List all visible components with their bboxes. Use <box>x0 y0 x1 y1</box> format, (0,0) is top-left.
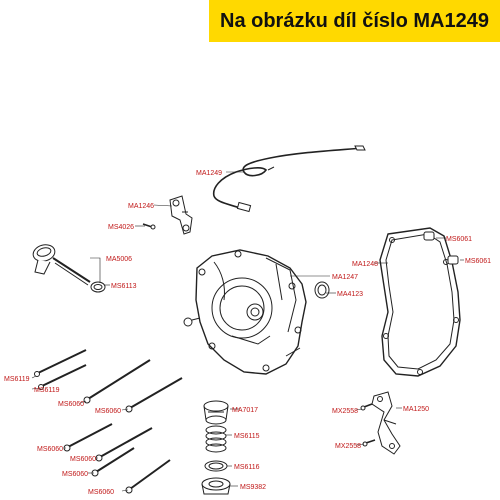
screw-mx2558-b[interactable] <box>362 439 376 447</box>
bolt-ms6060-a[interactable] <box>83 359 151 404</box>
screw-ms4026[interactable] <box>142 223 156 230</box>
label-ms6060-f[interactable]: MS6060 <box>88 489 114 496</box>
bolt-ms6060-d[interactable] <box>95 427 153 462</box>
label-ms6060-b[interactable]: MS6060 <box>95 408 121 415</box>
banner-text: Na obrázku díl číslo MA1249 <box>220 9 489 32</box>
label-ma4123[interactable]: MA4123 <box>337 291 363 298</box>
label-ma1248[interactable]: MA1248 <box>352 261 378 268</box>
label-ms6061-a[interactable]: MS6061 <box>446 236 472 243</box>
filter-plug-ma7017[interactable] <box>203 400 229 425</box>
label-ma1250[interactable]: MA1250 <box>403 406 429 413</box>
label-ms4026[interactable]: MS4026 <box>108 224 134 231</box>
part-number-banner: Na obrázku díl číslo MA1249 <box>209 0 500 42</box>
label-ma1246[interactable]: MA1246 <box>128 203 154 210</box>
label-ms6060-d[interactable]: MS6060 <box>70 456 96 463</box>
label-ms6119-b[interactable]: MS6119 <box>34 387 60 394</box>
label-ms6060-e[interactable]: MS6060 <box>62 471 88 478</box>
label-mx2558-a[interactable]: MX2558 <box>332 408 358 415</box>
label-ma1249[interactable]: MA1249 <box>196 170 222 177</box>
label-ms6119-a[interactable]: MS6119 <box>4 376 30 383</box>
cable-part[interactable] <box>212 145 366 213</box>
gasket-part[interactable] <box>379 227 461 377</box>
dipstick-part[interactable] <box>31 242 91 286</box>
dowel-ms6061-a[interactable] <box>423 231 435 241</box>
label-ms6060-c[interactable]: MS6060 <box>37 446 63 453</box>
screw-mx2558-a[interactable] <box>360 403 373 411</box>
label-ms6060-a[interactable]: MS6060 <box>58 401 84 408</box>
bolt-ms6060-f[interactable] <box>125 459 171 494</box>
label-ms6113[interactable]: MS6113 <box>111 283 137 290</box>
bolt-ms6060-c[interactable] <box>63 423 113 452</box>
bolt-ms6119-a[interactable] <box>34 349 87 377</box>
label-mx2558-b[interactable]: MX2558 <box>335 443 361 450</box>
oring-ms6113[interactable] <box>90 281 106 293</box>
label-ma1247[interactable]: MA1247 <box>332 274 358 281</box>
bolt-ms6060-e[interactable] <box>91 447 135 477</box>
leader-lines <box>31 171 464 492</box>
label-ms6061-b[interactable]: MS6061 <box>465 258 491 265</box>
oring-ms6116[interactable] <box>204 460 228 472</box>
label-ms9382[interactable]: MS9382 <box>240 484 266 491</box>
drain-plug-ms9382[interactable] <box>201 477 231 495</box>
bracket-part[interactable] <box>169 195 193 235</box>
oil-seal-ma4123[interactable] <box>314 281 330 299</box>
dowel-ms6061-b[interactable] <box>447 255 459 265</box>
plate-ma1250[interactable] <box>371 391 401 455</box>
bolt-ms6060-b[interactable] <box>125 377 183 413</box>
spring-ms6115[interactable] <box>205 425 227 453</box>
label-ma7017[interactable]: MA7017 <box>232 407 258 414</box>
crankcase-cover[interactable] <box>183 249 307 375</box>
label-ms6116[interactable]: MS6116 <box>234 464 260 471</box>
part-labels: MA1249 MA1246 MS4026 MA5006 MS6113 MA124… <box>4 170 491 496</box>
label-ma5006[interactable]: MA5006 <box>106 256 132 263</box>
label-ms6115[interactable]: MS6115 <box>234 433 260 440</box>
